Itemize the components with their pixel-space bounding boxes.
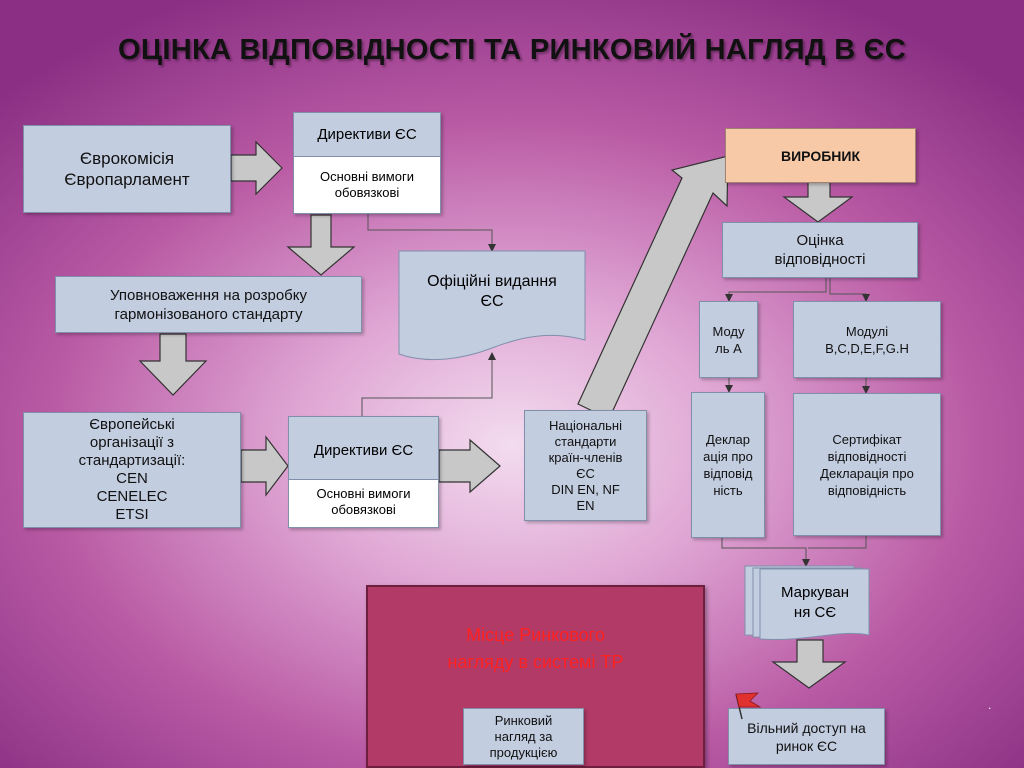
market-surveillance-place-label: Місце Ринкового нагляду в системі ТР [447,625,624,672]
flag-icon [735,692,762,720]
market-surveillance-label: Ринковий нагляд за продукцією [489,712,558,760]
modules-other-box: Модулі B,C,D,E,F,G.H [793,301,941,378]
eu-commission-label: Єврокомісія Європарламент [64,149,190,189]
connector-directives-to-publications [367,214,496,252]
official-publications-box: Офіційні видання ЄС [398,250,586,366]
eu-directives-bottom-body: Основні вимоги обовязкові [316,486,411,517]
page-title: ОЦІНКА ВІДПОВІДНОСТІ ТА РИНКОВИЙ НАГЛЯД … [118,34,906,66]
arrow-directives-to-national [438,438,501,494]
connector-assessment-to-module-a [725,278,827,302]
eu-directives-bottom-header: Директиви ЄС [289,417,438,480]
multi-document-shape [744,565,870,640]
ce-marking-box: Маркуван ня СЄ [744,565,870,643]
ce-marking-label: Маркуван ня СЄ [780,584,849,621]
arrow-orgs-to-directives [240,435,289,497]
certificate-box: Сертифікат відповідності Декларація про … [793,393,941,536]
mandate-box: Уповноваження на розробку гармонізованог… [55,276,362,333]
arrow-marking-to-access [771,639,847,689]
document-shape [398,250,586,361]
conformity-assessment-label: Оцінка відповідності [774,232,866,268]
module-a-label: Моду ль А [712,323,745,356]
national-standards-label: Національні стандарти країн-членів ЄС DI… [548,417,623,513]
eu-directives-top-body: Основні вимоги обовязкові [320,169,414,200]
standard-orgs-label: Європейські організації з стандартизації… [78,416,186,523]
modules-other-label: Модулі B,C,D,E,F,G.H [825,323,909,356]
declaration-box: Деклар ація про відповід ність [691,392,765,538]
connector-declaration-to-marking [721,538,810,567]
connector-assessment-to-modules [829,278,870,302]
stray-dot: . [988,698,992,712]
standard-orgs-box: Європейські організації з стандартизації… [23,412,241,528]
mandate-label: Уповноваження на розробку гармонізованог… [110,286,307,323]
arrow-national-to-manufacturer [577,155,729,420]
arrow-mandate-to-orgs [138,333,208,396]
national-standards-box: Національні стандарти країн-членів ЄС DI… [524,410,647,521]
manufacturer-label: ВИРОБНИК [781,147,860,164]
manufacturer-box: ВИРОБНИК [725,128,916,183]
arrow-commission-to-directives [230,140,283,196]
free-access-label: Вільний доступ на ринок ЄС [747,719,866,754]
official-publications-label: Офіційні видання ЄС [427,273,557,310]
module-a-box: Моду ль А [699,301,758,378]
market-surveillance-box: Ринковий нагляд за продукцією [463,708,584,765]
connector-certificate-to-marking [808,536,867,549]
eu-directives-bottom: Директиви ЄС Основні вимоги обовязкові [288,416,439,528]
conformity-assessment-box: Оцінка відповідності [722,222,918,278]
certificate-label: Сертифікат відповідності Декларація про … [820,431,914,498]
arrow-directives-to-mandate [286,214,356,276]
eu-commission-box: Єврокомісія Європарламент [23,125,231,213]
declaration-label: Деклар ація про відповід ність [703,432,753,498]
arrow-manufacturer-to-assessment [782,179,854,223]
free-access-box: Вільний доступ на ринок ЄС [728,708,885,765]
eu-directives-top-header: Директиви ЄС [294,113,440,157]
eu-directives-top: Директиви ЄС Основні вимоги обовязкові [293,112,441,214]
